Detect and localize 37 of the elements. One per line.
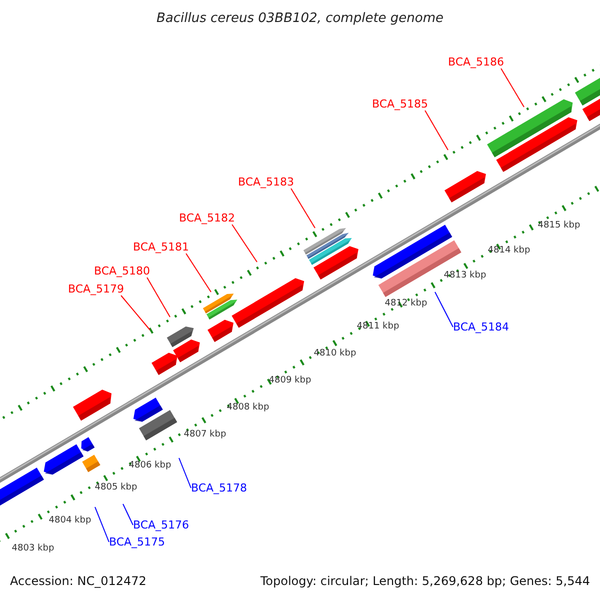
scale-label: 4807 kbp bbox=[184, 430, 226, 440]
scale-label: 4814 kbp bbox=[488, 246, 530, 256]
gene-label: BCA_5180 bbox=[94, 264, 150, 278]
gene-label: BCA_5181 bbox=[132, 240, 190, 254]
gene-label: BCA_5185 bbox=[372, 98, 428, 110]
leader-line bbox=[94, 506, 110, 542]
scale-label: 4813 kbp bbox=[444, 270, 486, 282]
diagram-title: Bacillus cereus 03BB102, complete genome bbox=[155, 10, 445, 28]
scale-label: 4806 kbp bbox=[128, 460, 172, 472]
genome-summary-text: Topology: circular; Length: 5,269,628 bp; Genes: 5,544 bbox=[260, 574, 590, 589]
scale-label: 4810 kbp bbox=[314, 348, 356, 360]
gene-label: BCA_5182 bbox=[178, 212, 236, 224]
gene-label: BCA_5178 bbox=[190, 482, 248, 494]
scale-label: 4808 kbp bbox=[226, 402, 270, 414]
accession-text: Accession: NC_012472 bbox=[10, 574, 146, 589]
gene-label: BCA_5175 bbox=[108, 536, 166, 548]
scale-label: 4815 kbp bbox=[538, 220, 580, 232]
leader-line bbox=[232, 224, 258, 262]
leader-line bbox=[146, 277, 170, 318]
scale-label: 4804 kbp bbox=[48, 516, 92, 526]
gene-label: BCA_5183 bbox=[238, 176, 294, 188]
leader-line bbox=[120, 295, 150, 330]
scale-label: 4809 kbp bbox=[268, 376, 312, 386]
leader-line bbox=[434, 292, 454, 328]
scale-label: 4803 kbp bbox=[12, 544, 54, 554]
scale-label: 4805 kbp bbox=[94, 482, 138, 494]
leader-line bbox=[290, 188, 316, 228]
leader-line bbox=[178, 458, 192, 488]
gene-label: BCA_5186 bbox=[448, 56, 504, 68]
leader-line bbox=[424, 110, 448, 150]
scale-label: 4811 kbp bbox=[356, 322, 400, 332]
gene-label: BCA_5179 bbox=[68, 282, 124, 296]
gene-label: BCA_5184 bbox=[452, 320, 510, 334]
leader-line bbox=[186, 253, 212, 292]
gene-label: BCA_5176 bbox=[132, 518, 190, 532]
leader-line bbox=[500, 68, 524, 108]
leader-line bbox=[122, 504, 134, 526]
